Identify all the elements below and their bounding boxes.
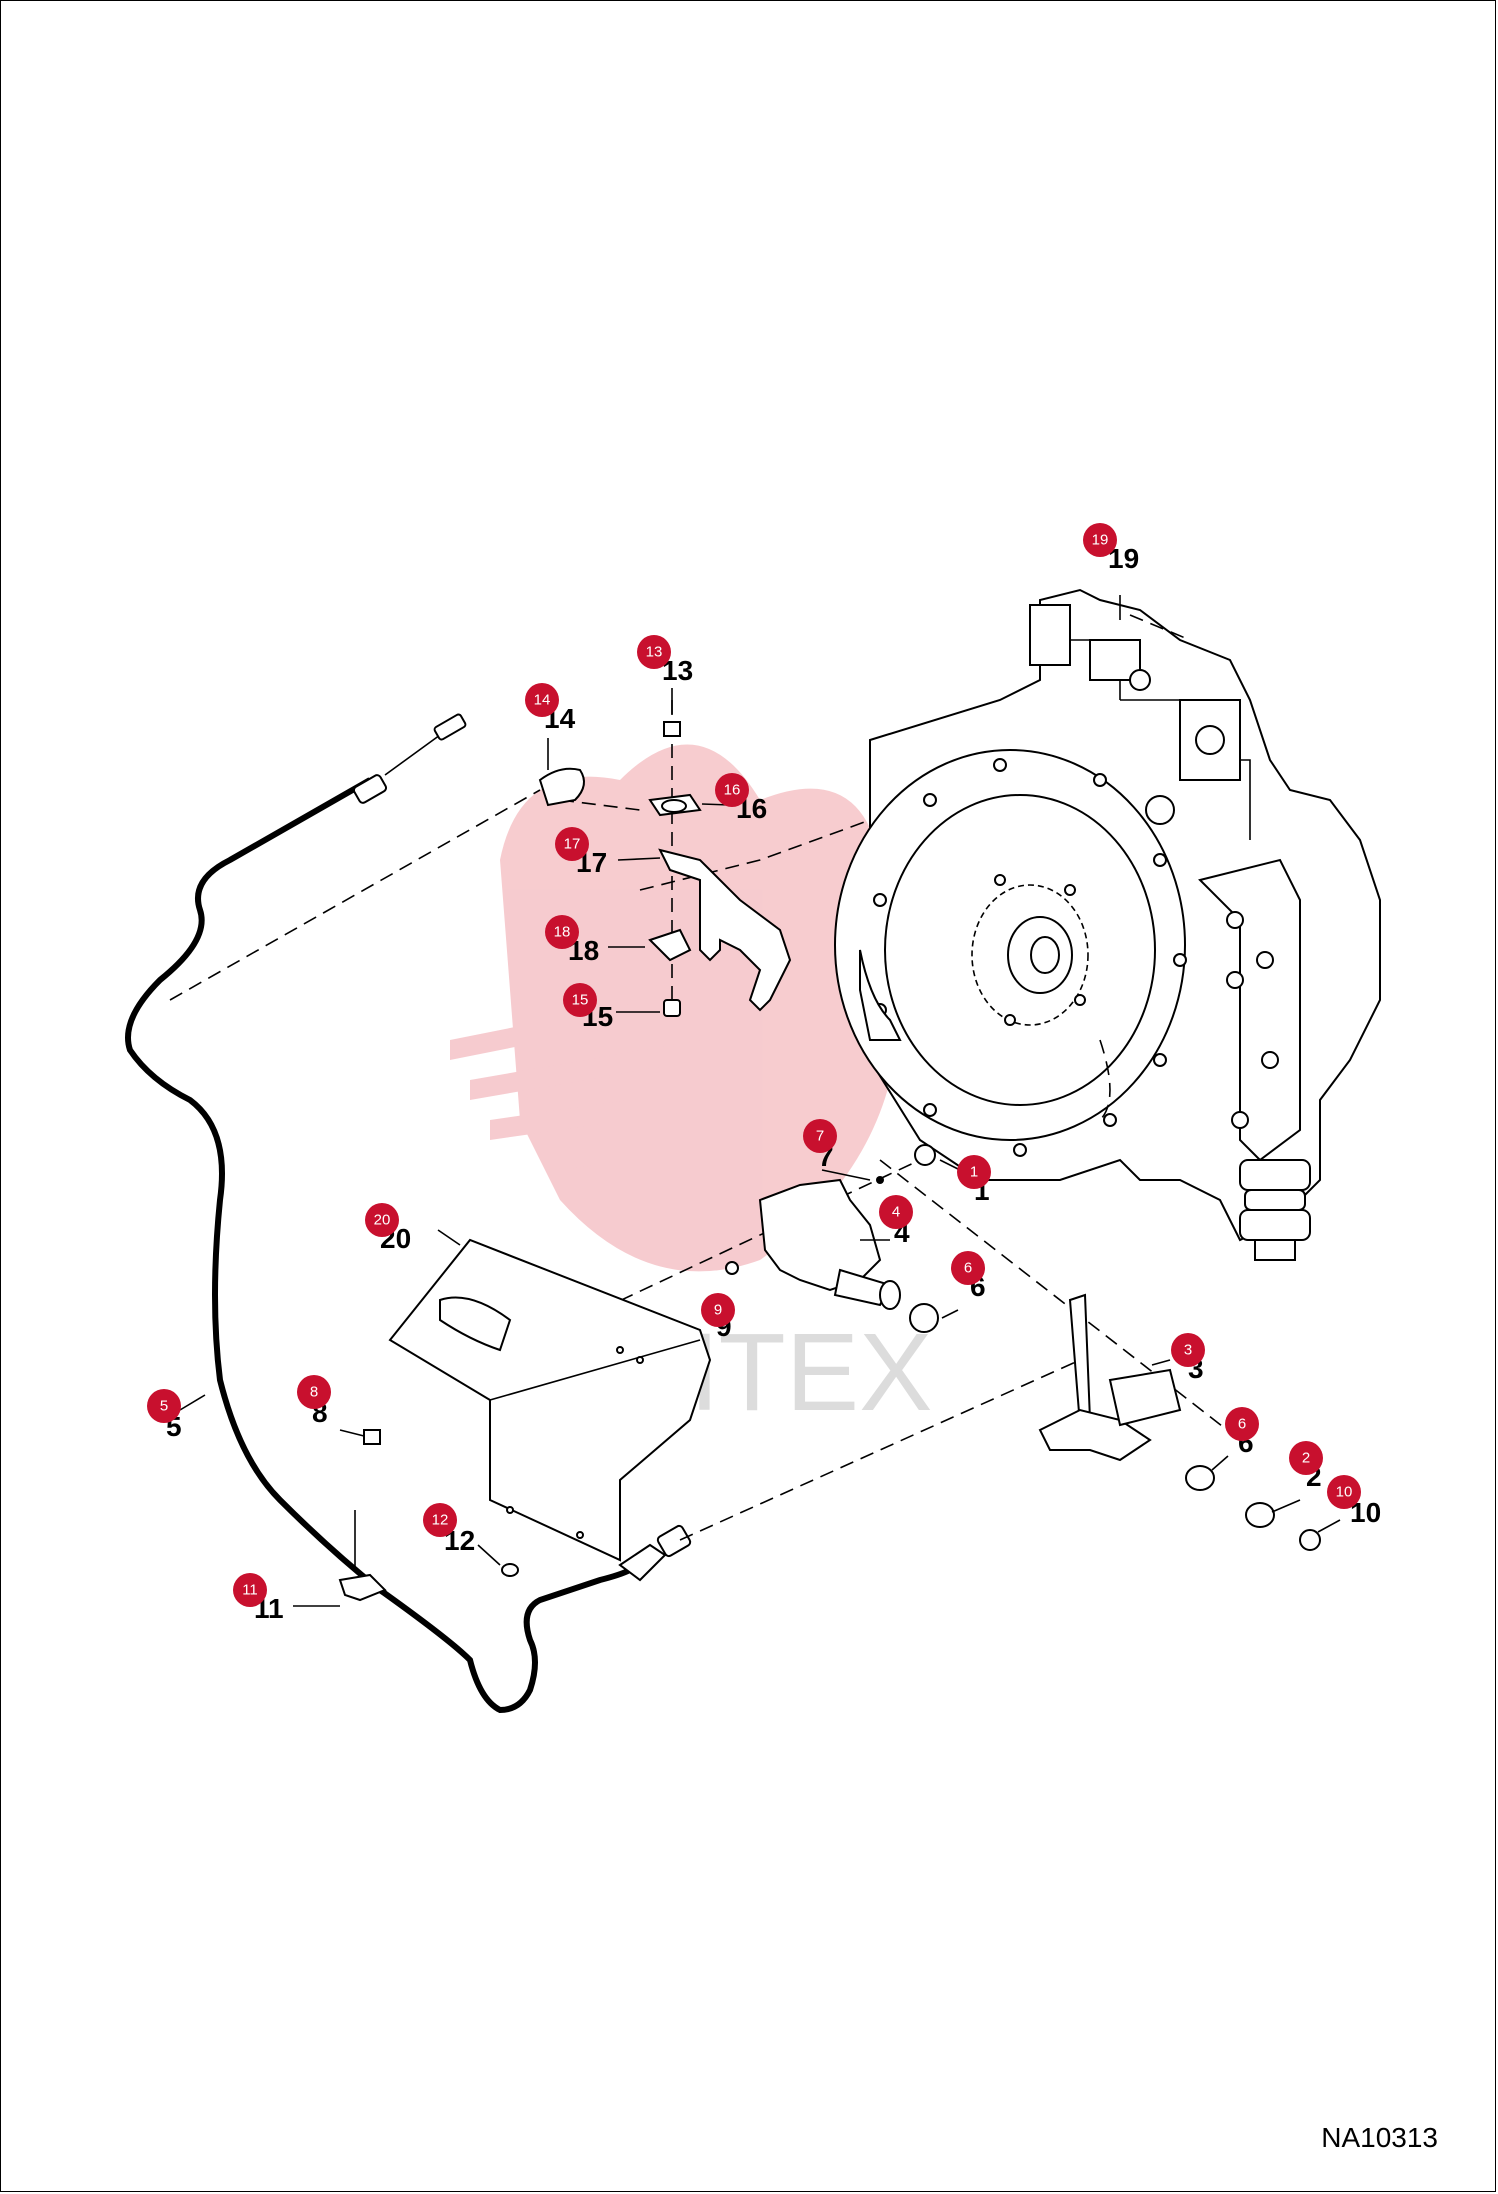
svg-text:13: 13 <box>646 644 663 661</box>
drawing-id: NA10313 <box>1321 2122 1438 2153</box>
badge-7: 7 <box>803 1119 837 1153</box>
svg-text:9: 9 <box>714 1302 722 1319</box>
pin-7 <box>876 1176 884 1184</box>
bracket-assembly <box>538 721 792 1017</box>
svg-text:6: 6 <box>964 1260 972 1277</box>
svg-text:7: 7 <box>816 1128 824 1145</box>
svg-text:6: 6 <box>1238 1416 1246 1433</box>
badge-5: 5 <box>147 1389 181 1423</box>
badge-16: 16 <box>715 773 749 807</box>
badge-1: 1 <box>957 1155 991 1189</box>
badge-13: 13 <box>637 635 671 669</box>
nut-9 <box>725 1261 739 1275</box>
svg-text:10: 10 <box>1336 1484 1353 1501</box>
badge-3: 3 <box>1171 1333 1205 1367</box>
washer-2 <box>1245 1502 1275 1528</box>
bolt-13 <box>663 721 681 737</box>
ring-10 <box>1299 1529 1321 1551</box>
svg-text:12: 12 <box>432 1512 449 1529</box>
svg-text:3: 3 <box>1184 1342 1192 1359</box>
bracket-17 <box>658 848 792 1012</box>
pedal-3 <box>1038 1293 1182 1462</box>
badge-19: 19 <box>1083 523 1117 557</box>
badge-20: 20 <box>365 1203 399 1237</box>
nut-15 <box>663 999 681 1017</box>
red-badges: 19 13 14 16 17 18 15 7 1 4 20 6 9 3 5 8 … <box>147 523 1361 1607</box>
svg-text:20: 20 <box>374 1212 391 1229</box>
badge-6a: 6 <box>951 1251 985 1285</box>
hardware-small <box>338 1429 519 1602</box>
pivot-4 <box>758 1178 882 1292</box>
svg-text:19: 19 <box>1092 532 1109 549</box>
shield-20 <box>388 1238 712 1562</box>
badge-17: 17 <box>555 827 589 861</box>
badge-12: 12 <box>423 1503 457 1537</box>
svg-text:2: 2 <box>1302 1450 1310 1467</box>
svg-text:15: 15 <box>572 992 589 1009</box>
badge-10: 10 <box>1327 1475 1361 1509</box>
badge-11: 11 <box>233 1573 267 1607</box>
badge-18: 18 <box>545 915 579 949</box>
badge-8: 8 <box>297 1375 331 1409</box>
svg-text:18: 18 <box>554 924 571 941</box>
screw-8 <box>363 1429 381 1445</box>
svg-text:4: 4 <box>892 1204 900 1221</box>
bushing-6a <box>909 1303 939 1333</box>
svg-text:17: 17 <box>564 836 581 853</box>
badge-15: 15 <box>563 983 597 1017</box>
badge-6b: 6 <box>1225 1407 1259 1441</box>
svg-text:1: 1 <box>970 1164 978 1181</box>
throttle-cable <box>125 713 692 1714</box>
nut-12 <box>501 1563 519 1577</box>
pedal-shaft-parts <box>725 1144 1321 1551</box>
badge-14: 14 <box>525 683 559 717</box>
svg-text:11: 11 <box>242 1582 258 1599</box>
svg-text:16: 16 <box>724 782 741 799</box>
badge-2: 2 <box>1289 1441 1323 1475</box>
badge-4: 4 <box>879 1195 913 1229</box>
svg-text:5: 5 <box>160 1398 168 1415</box>
watermark-logo: ИНТЕХ <box>450 744 932 1434</box>
clamp-14 <box>538 767 585 807</box>
engine-flywheel-housing <box>834 588 1381 1261</box>
leader-lines <box>179 595 1341 1607</box>
clip-18 <box>648 928 692 962</box>
washer-1 <box>914 1144 936 1166</box>
bushing-6b <box>1185 1465 1215 1491</box>
clamp-11 <box>338 1573 387 1602</box>
badge-9: 9 <box>701 1293 735 1327</box>
svg-text:8: 8 <box>310 1384 318 1401</box>
svg-text:14: 14 <box>534 692 551 709</box>
